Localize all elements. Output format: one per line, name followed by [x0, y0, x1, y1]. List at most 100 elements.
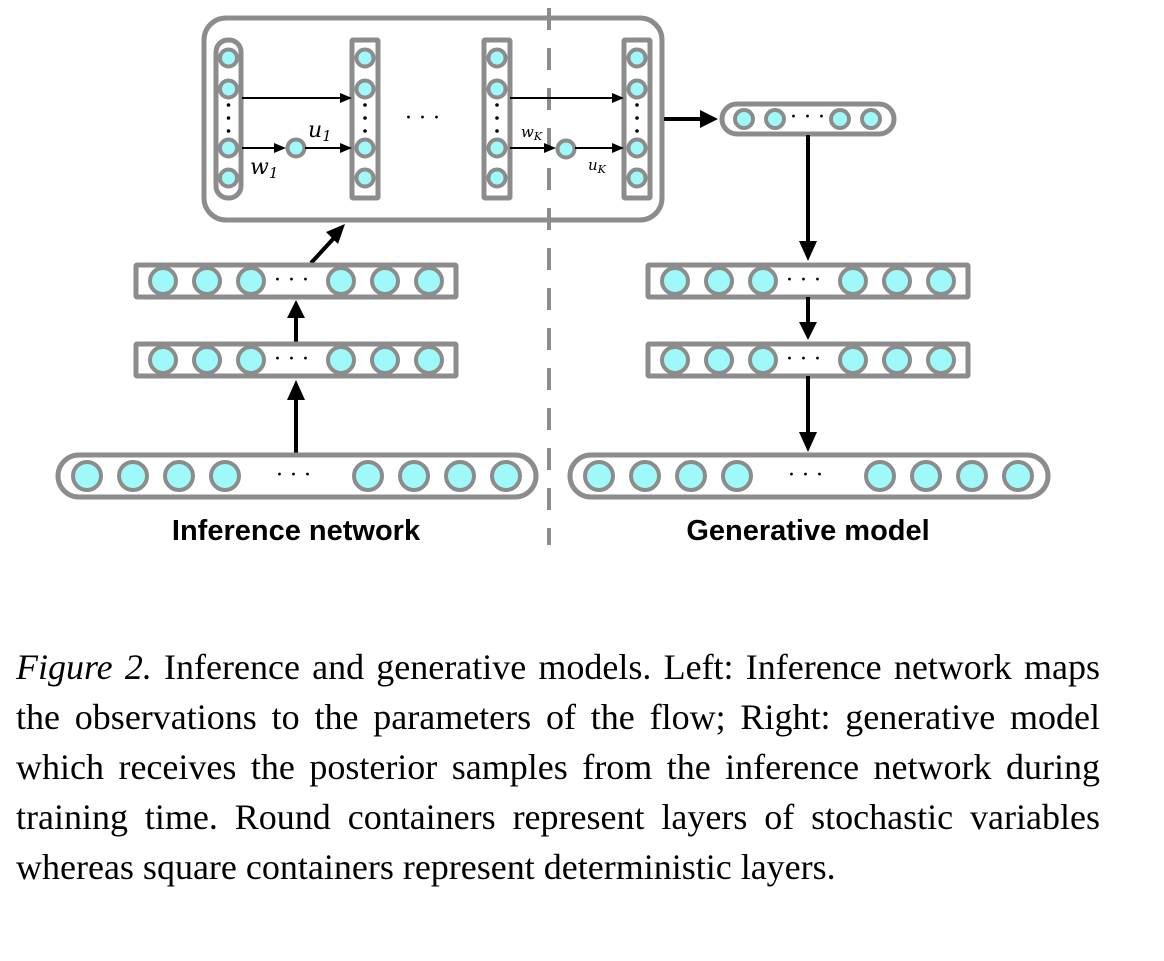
generative-hidden-layer-1: · · · — [645, 262, 971, 300]
arrowhead — [700, 110, 718, 128]
flow-node — [218, 167, 239, 189]
hidden-node — [370, 266, 400, 296]
input-node — [71, 460, 103, 492]
hidden-node — [326, 345, 356, 375]
hidden-node — [236, 266, 266, 296]
flow-node — [486, 137, 508, 159]
flow-node — [218, 137, 239, 159]
inference-generative-diagram: w1 u1 wK uK · · · · · · · · · — [55, 8, 1051, 547]
hidden-ellipsis: · · · — [274, 347, 309, 372]
flow-column-2 — [349, 37, 381, 201]
output-node — [910, 460, 942, 492]
flow-column-4 — [621, 37, 653, 201]
hidden-node — [370, 345, 400, 375]
hidden-node — [192, 266, 222, 296]
flow-node — [486, 167, 508, 189]
flow-node — [354, 137, 376, 159]
flow-node — [626, 137, 648, 159]
vertical-dots — [635, 103, 639, 133]
hidden-node — [704, 266, 734, 296]
generative-output-layer: · · · — [567, 452, 1051, 500]
arrowhead — [799, 241, 817, 261]
caption-text: Inference and generative models. Left: I… — [16, 647, 1100, 887]
arrowhead — [340, 143, 352, 153]
vertical-dots — [363, 103, 367, 133]
input-node — [490, 460, 522, 492]
inference-hidden-layer-1: · · · — [133, 341, 459, 379]
input-node — [398, 460, 430, 492]
hidden-ellipsis: · · · — [786, 347, 821, 372]
inference-to-flow-arrow — [309, 236, 336, 265]
latent-node — [860, 108, 882, 130]
output-node — [583, 460, 615, 492]
vertical-dots — [495, 103, 499, 133]
arrowhead — [340, 93, 352, 103]
arrowhead — [287, 300, 305, 318]
output-ellipsis: · · · — [788, 463, 823, 488]
flow-node — [626, 167, 648, 189]
flow-block: w1 u1 wK uK · · · — [201, 15, 665, 223]
flow-node — [486, 78, 508, 100]
flow-node — [218, 78, 239, 100]
label-uK: uK — [588, 156, 607, 176]
flow-node — [354, 78, 376, 100]
input-node — [209, 460, 241, 492]
flow-intermediate-node — [285, 137, 307, 159]
flow-node — [218, 47, 239, 69]
hidden-node — [748, 345, 778, 375]
hidden-node — [660, 266, 690, 296]
output-node — [1002, 460, 1034, 492]
output-node — [864, 460, 896, 492]
label-u1: u1 — [308, 118, 332, 145]
hidden-ellipsis: · · · — [786, 268, 821, 293]
flow-node — [354, 167, 376, 189]
hidden-node — [704, 345, 734, 375]
latent-layer: · · · — [719, 101, 897, 137]
hidden-node — [148, 266, 178, 296]
arrowhead — [612, 93, 624, 103]
input-ellipsis: · · · — [276, 463, 311, 488]
flow-node — [354, 47, 376, 69]
arrowhead — [287, 380, 305, 400]
input-node — [352, 460, 384, 492]
label-w1: w1 — [250, 155, 278, 182]
hidden-node — [882, 345, 912, 375]
hidden-node — [414, 345, 444, 375]
label-wK: wK — [521, 123, 543, 143]
hidden-node — [236, 345, 266, 375]
hidden-node — [748, 266, 778, 296]
output-node — [721, 460, 753, 492]
hidden-node — [326, 266, 356, 296]
hidden-node — [660, 345, 690, 375]
hidden-node — [148, 345, 178, 375]
arrowhead — [544, 143, 556, 153]
flow-node — [486, 47, 508, 69]
hidden-node — [882, 266, 912, 296]
vertical-dots — [226, 103, 231, 133]
flow-ellipsis: · · · — [405, 106, 440, 131]
hidden-node — [926, 345, 956, 375]
figure-caption: Figure 2. Inference and generative model… — [16, 642, 1100, 892]
latent-node — [829, 108, 851, 130]
input-node — [163, 460, 195, 492]
arrowhead — [799, 322, 817, 340]
flow-intermediate-node — [555, 138, 577, 160]
arrowhead — [612, 143, 624, 153]
flow-container — [201, 15, 665, 223]
hidden-node — [414, 266, 444, 296]
arrowhead — [799, 432, 817, 452]
hidden-node — [838, 345, 868, 375]
latent-ellipsis: · · · — [790, 105, 825, 130]
input-node — [444, 460, 476, 492]
output-node — [629, 460, 661, 492]
inference-input-layer: · · · — [55, 452, 539, 500]
flow-node — [626, 47, 648, 69]
arrowhead — [326, 224, 345, 244]
figure-number: Figure 2. — [16, 647, 152, 687]
flow-node — [626, 78, 648, 100]
output-node — [675, 460, 707, 492]
left-label: Inference network — [172, 515, 421, 547]
right-label: Generative model — [686, 515, 929, 547]
generative-hidden-layer-2: · · · — [645, 341, 971, 379]
hidden-ellipsis: · · · — [274, 268, 309, 293]
